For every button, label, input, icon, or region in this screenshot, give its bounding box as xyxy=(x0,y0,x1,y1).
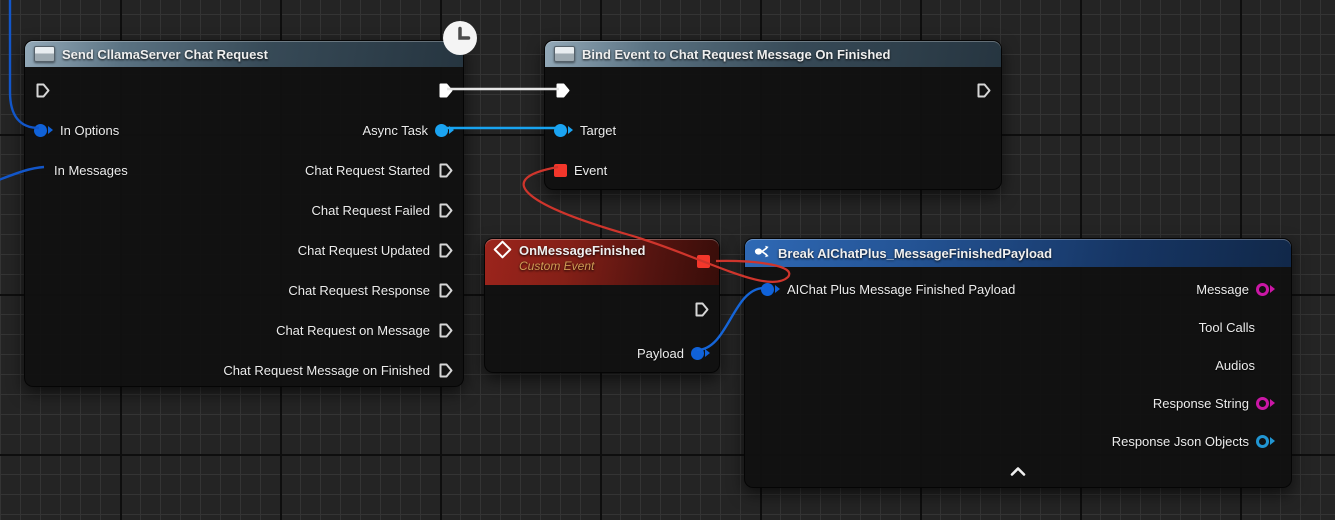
latent-clock-icon xyxy=(441,19,479,62)
break-struct-icon xyxy=(754,244,771,262)
pin-label-chat-request-updated: Chat Request Updated xyxy=(297,242,430,258)
pin-label-chat-request-failed: Chat Request Failed xyxy=(311,202,430,218)
payload-pin[interactable] xyxy=(691,346,710,360)
node-header[interactable]: Bind Event to Chat Request Message On Fi… xyxy=(545,41,1001,67)
exec-out-pin[interactable] xyxy=(975,82,992,99)
in-messages-array-pin[interactable] xyxy=(34,164,47,177)
exec-pin-chat-request-response[interactable] xyxy=(437,282,454,299)
node-bind-event-to-chat-request-message-on-finished[interactable]: Bind Event to Chat Request Message On Fi… xyxy=(544,40,1002,190)
response-json-objects-pin[interactable] xyxy=(1256,434,1275,448)
event-delegate-pin[interactable] xyxy=(554,163,567,177)
exec-pin-chat-request-updated[interactable] xyxy=(437,242,454,259)
exec-out-pin[interactable] xyxy=(693,301,710,318)
node-header[interactable]: OnMessageFinished Custom Event xyxy=(485,239,719,285)
in-options-pin[interactable] xyxy=(34,123,53,137)
pin-label-chat-request-response: Chat Request Response xyxy=(288,282,430,298)
pin-label-event: Event xyxy=(574,162,608,178)
pin-label-in-options: In Options xyxy=(60,122,120,138)
pin-label-chat-request-message-on-finished: Chat Request Message on Finished xyxy=(223,362,430,378)
pin-label-tool-calls: Tool Calls xyxy=(1198,319,1255,335)
node-subtitle: Custom Event xyxy=(519,259,595,274)
exec-pin-chat-request-started[interactable] xyxy=(437,162,454,179)
pin-label-in-messages: In Messages xyxy=(54,162,128,178)
node-title: Send CllamaServer Chat Request xyxy=(62,46,268,62)
delegate-out-pin[interactable] xyxy=(697,255,710,268)
node-send-cllamaserver-chat-request[interactable]: Send CllamaServer Chat Request In Option… xyxy=(24,40,464,387)
node-title: Bind Event to Chat Request Message On Fi… xyxy=(582,46,891,62)
function-icon xyxy=(554,46,575,62)
exec-pin-chat-request-failed[interactable] xyxy=(437,202,454,219)
exec-in-pin[interactable] xyxy=(554,82,571,99)
audios-array-pin[interactable] xyxy=(1262,359,1275,372)
pin-label-async-task: Async Task xyxy=(362,122,428,138)
collapse-chevron-icon[interactable] xyxy=(1010,463,1026,481)
node-break-aichatplus-messagefinishedpayload[interactable]: Break AIChatPlus_MessageFinishedPayload … xyxy=(744,238,1292,488)
node-title: OnMessageFinished xyxy=(519,243,646,258)
pin-label-message: Message xyxy=(1196,281,1249,297)
pin-label-response-json-objects: Response Json Objects xyxy=(1111,433,1249,449)
pin-label-response-string: Response String xyxy=(1152,395,1249,411)
message-pin[interactable] xyxy=(1256,282,1275,296)
exec-pin-chat-request-message-on-finished[interactable] xyxy=(437,362,454,379)
response-string-pin[interactable] xyxy=(1256,396,1275,410)
payload-struct-in-pin[interactable] xyxy=(761,282,780,296)
pin-label-payload: Payload xyxy=(637,345,684,361)
pin-label-aichat-plus-message-finished-payload: AIChat Plus Message Finished Payload xyxy=(787,281,1016,297)
function-icon xyxy=(34,46,55,62)
async-task-pin[interactable] xyxy=(435,123,454,137)
pin-label-chat-request-started: Chat Request Started xyxy=(304,162,430,178)
event-diamond-icon xyxy=(493,240,512,259)
node-title: Break AIChatPlus_MessageFinishedPayload xyxy=(778,245,1053,261)
node-onmessagefinished-custom-event[interactable]: OnMessageFinished Custom Event Payload xyxy=(484,238,720,373)
node-header[interactable]: Send CllamaServer Chat Request xyxy=(25,41,463,67)
node-header[interactable]: Break AIChatPlus_MessageFinishedPayload xyxy=(745,239,1291,267)
exec-out-pin[interactable] xyxy=(437,82,454,99)
pin-label-audios: Audios xyxy=(1215,357,1255,373)
pin-label-chat-request-on-message: Chat Request on Message xyxy=(276,322,430,338)
exec-in-pin[interactable] xyxy=(34,82,51,99)
tool-calls-array-pin[interactable] xyxy=(1262,321,1275,334)
target-pin[interactable] xyxy=(554,123,573,137)
exec-pin-chat-request-on-message[interactable] xyxy=(437,322,454,339)
pin-label-target: Target xyxy=(580,122,617,138)
